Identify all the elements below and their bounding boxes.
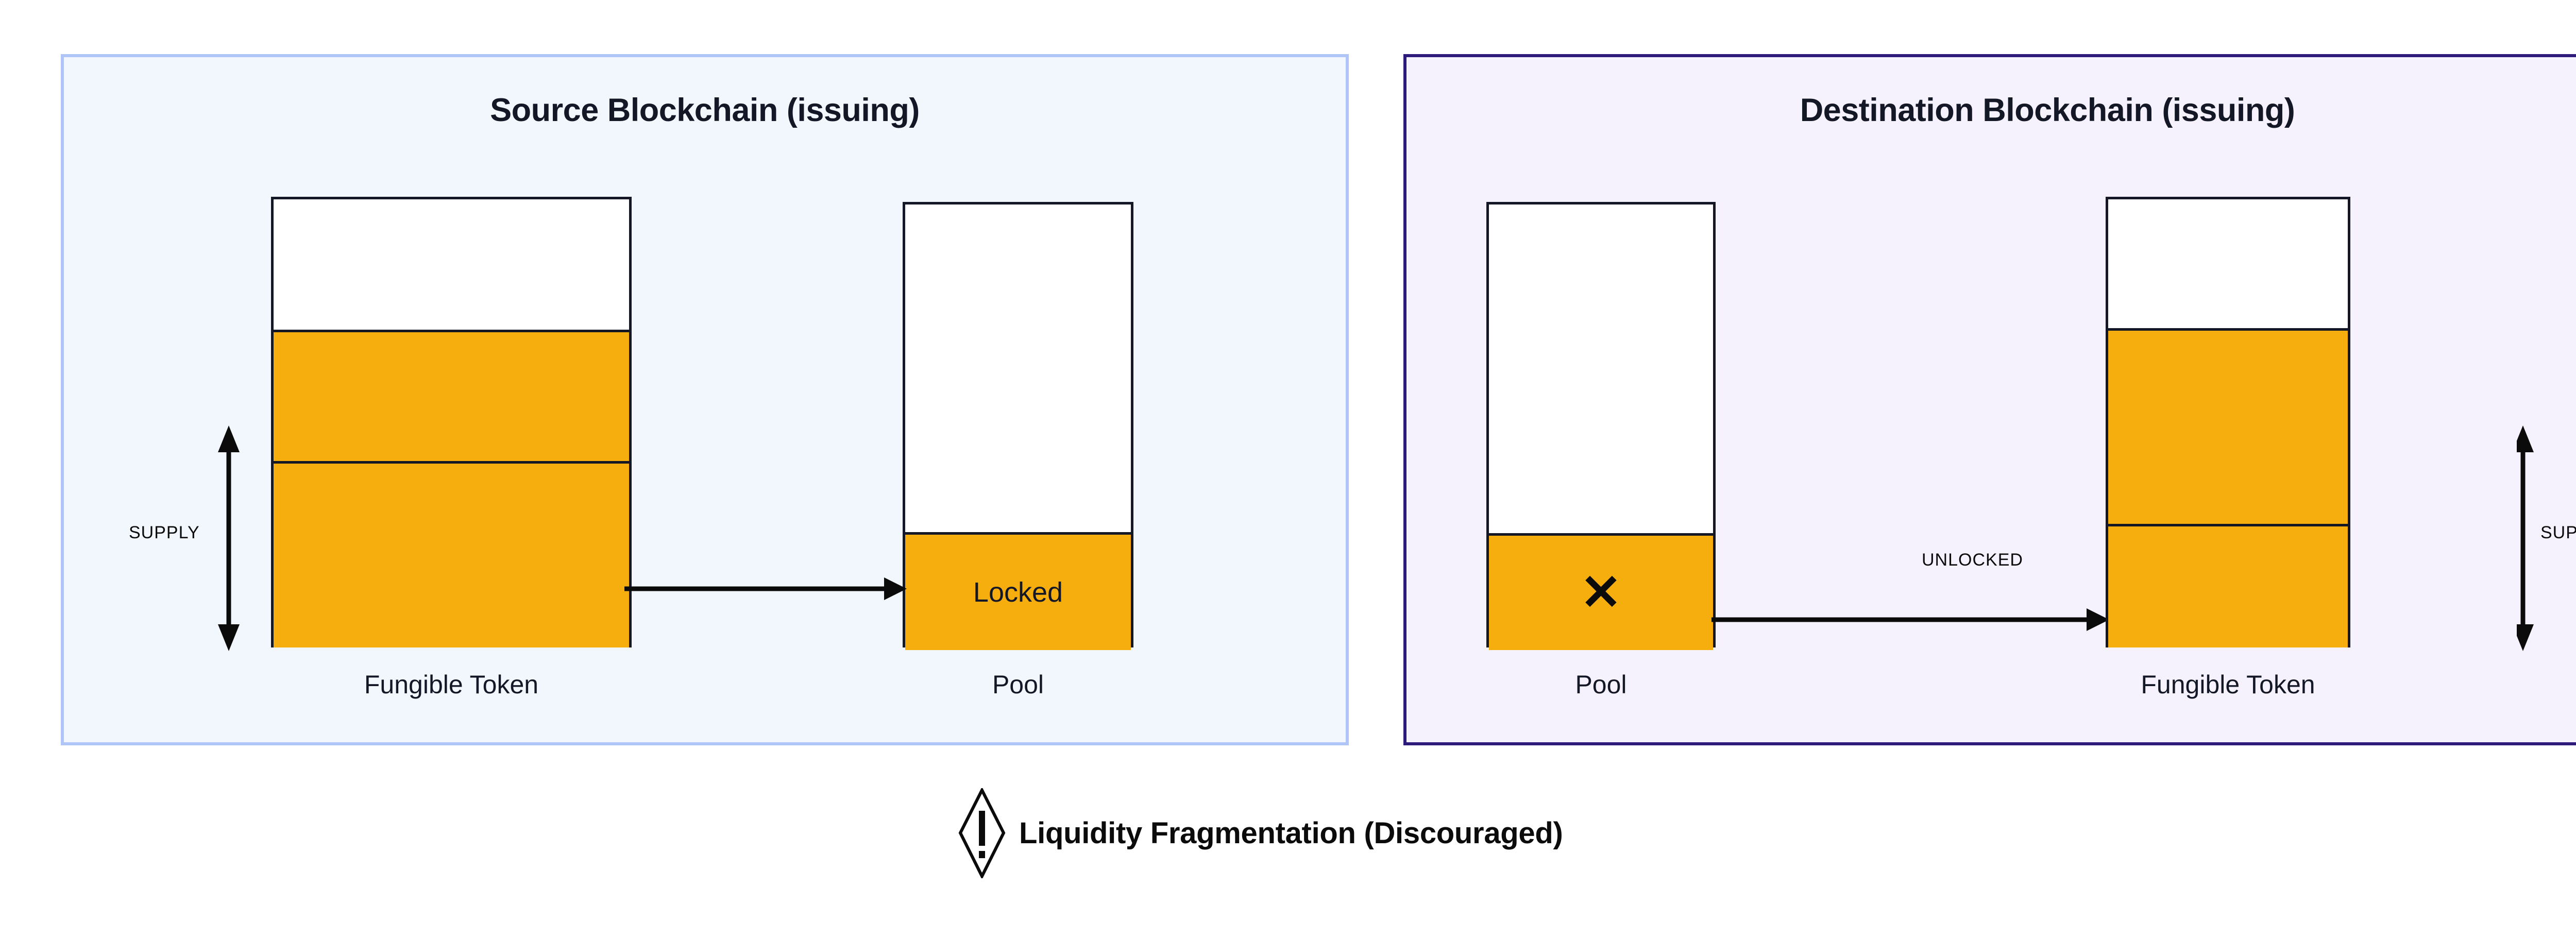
panel-destination-title: Destination Blockchain (issuing): [1800, 92, 2295, 128]
bar-segment-supply-upper: [2108, 328, 2348, 524]
bar-segment-label-locked: Locked: [973, 577, 1063, 608]
flow-arrow-lock: [624, 571, 913, 609]
supply-measure-source: SUPPLY: [129, 422, 263, 657]
bar-destination-fungible-token: [2106, 197, 2350, 647]
flow-arrow-label-unlocked: UNLOCKED: [1922, 550, 2023, 570]
bar-segment-pool-empty: ✕: [1489, 533, 1713, 650]
supply-label-destination: SUPPLY: [2540, 523, 2576, 542]
bar-segment-supply-lower: [274, 461, 629, 647]
bar-caption-source-fungible-token: Fungible Token: [364, 670, 539, 699]
panel-source-title: Source Blockchain (issuing): [490, 92, 920, 128]
footer-warning-text: Liquidity Fragmentation (Discouraged): [1019, 816, 1563, 850]
bar-caption-destination-pool: Pool: [1575, 670, 1627, 699]
bar-destination-pool: ✕: [1486, 202, 1716, 650]
bar-caption-destination-fungible-token: Fungible Token: [2141, 670, 2315, 699]
footer-warning-badge: Liquidity Fragmentation (Discouraged): [958, 788, 1563, 878]
supply-double-arrow-icon: [2512, 425, 2534, 651]
cross-mark-icon: ✕: [1580, 565, 1622, 620]
bar-segment-supply-upper: [274, 330, 629, 461]
bar-segment-supply-lower: [2108, 524, 2348, 647]
supply-measure-destination: SUPPLY: [2512, 422, 2576, 657]
arrow-right-icon: [624, 577, 907, 600]
supply-label-source: SUPPLY: [129, 523, 200, 542]
bar-segment-locked: Locked: [905, 532, 1131, 650]
bar-source-pool: Locked: [903, 202, 1133, 650]
bar-source-fungible-token: [271, 197, 632, 647]
flow-arrow-unlock: [1711, 602, 2119, 640]
supply-double-arrow-icon: [218, 425, 240, 651]
arrow-right-icon: [1711, 608, 2109, 631]
bar-caption-source-pool: Pool: [992, 670, 1044, 699]
warning-diamond-icon: [958, 788, 1006, 878]
